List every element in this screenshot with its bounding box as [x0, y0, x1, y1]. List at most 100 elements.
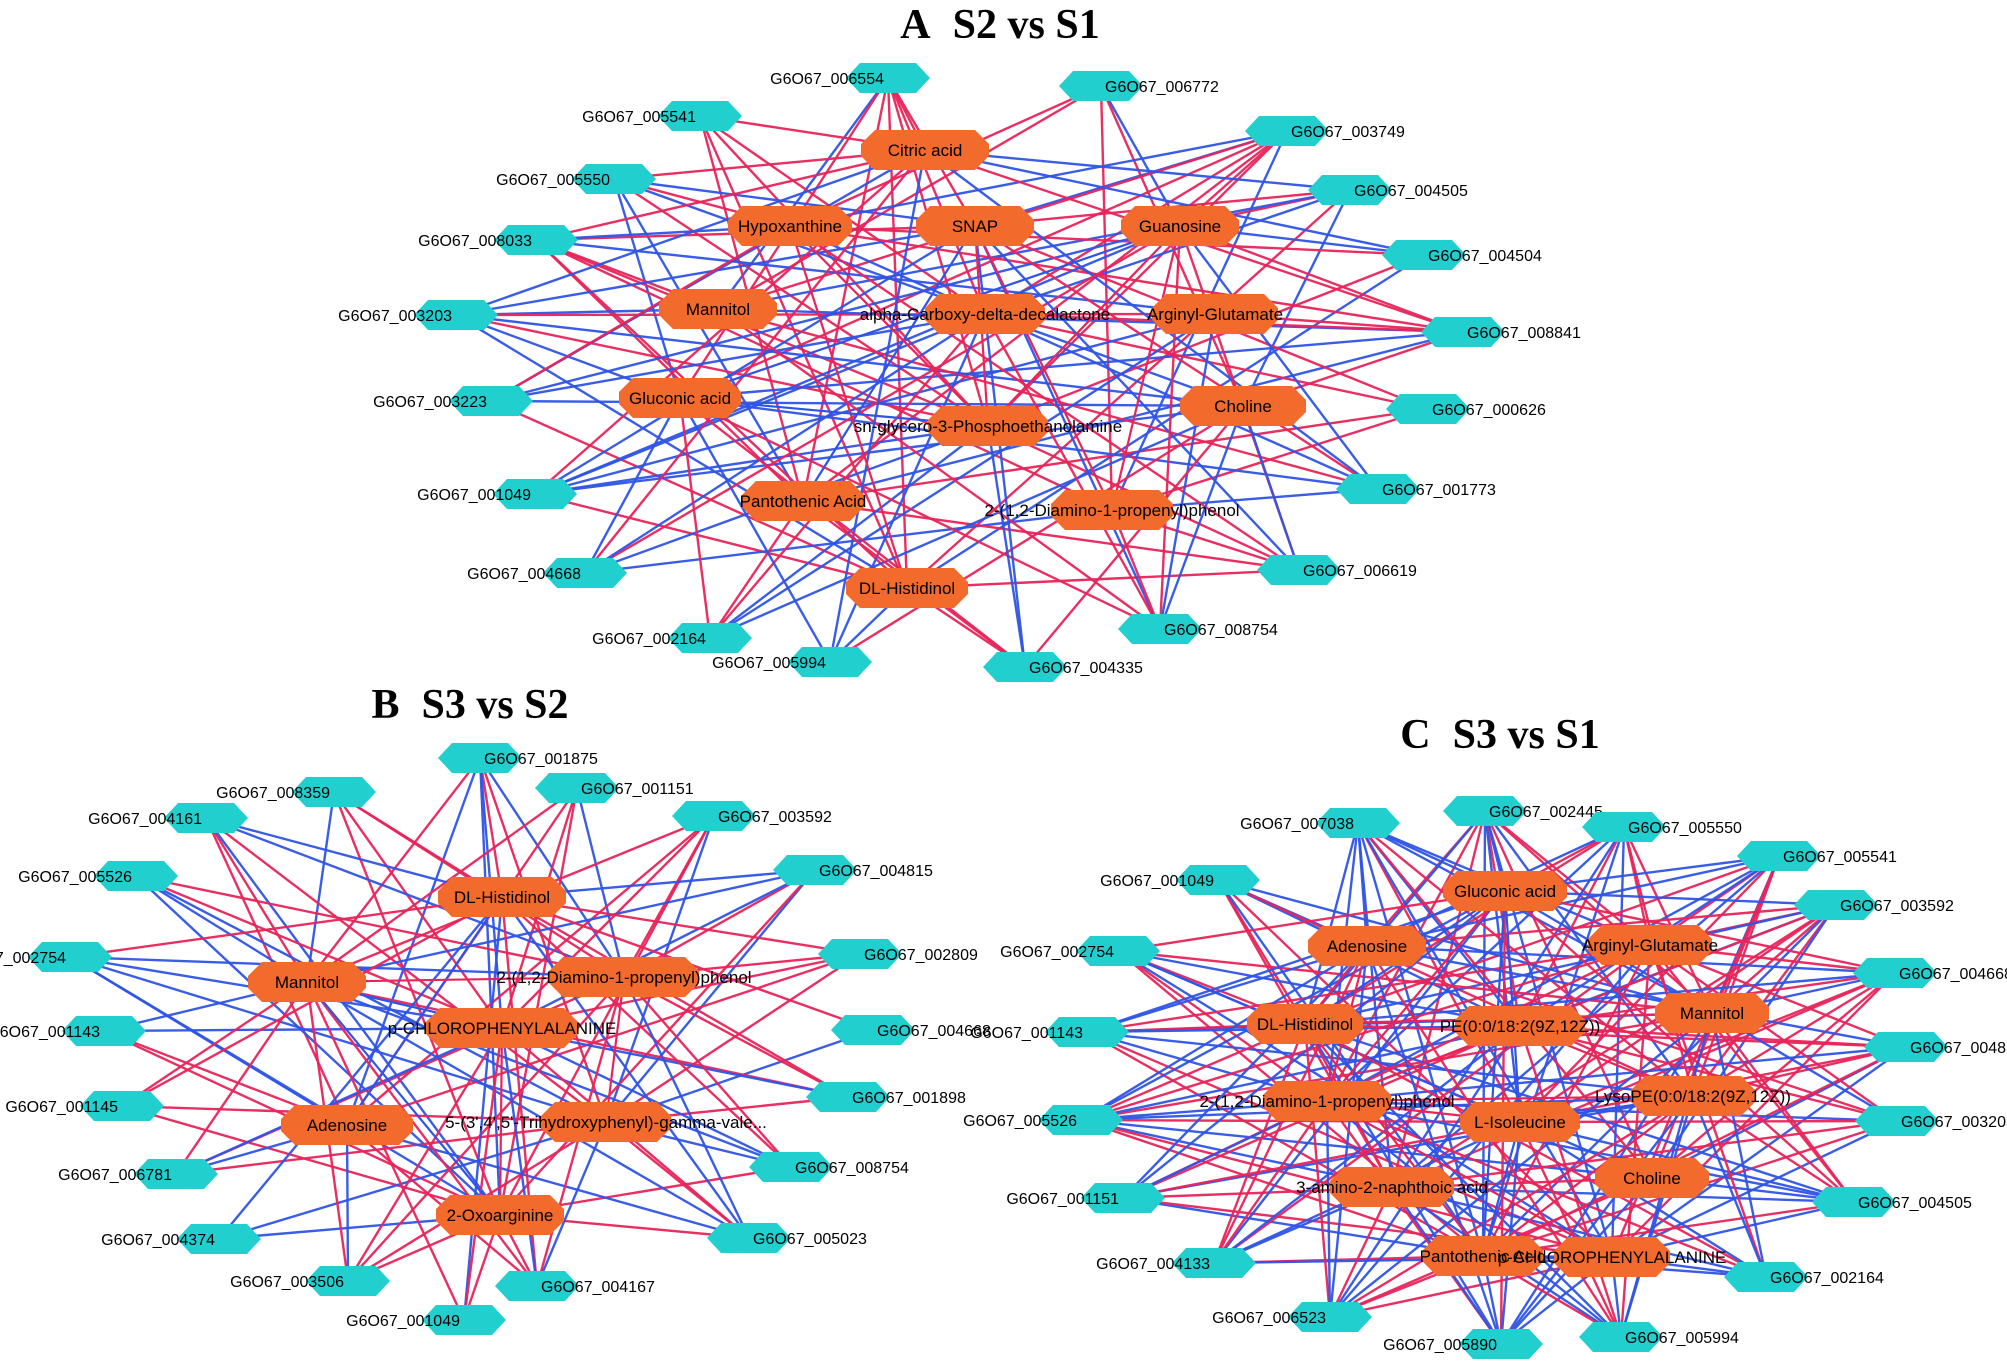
gene-node[interactable] [1336, 474, 1420, 504]
metabolite-node[interactable] [1460, 1102, 1580, 1142]
gene-node[interactable] [535, 773, 619, 803]
gene-node[interactable] [1245, 116, 1329, 146]
metabolite-node[interactable] [925, 294, 1045, 334]
metabolite-node[interactable] [1263, 1081, 1391, 1121]
gene-node[interactable] [707, 1223, 791, 1253]
gene-node[interactable] [1737, 841, 1821, 871]
metabolite-node[interactable] [659, 289, 777, 329]
gene-node[interactable] [80, 1091, 164, 1121]
correlation-edge [501, 896, 792, 1168]
gene-node[interactable] [1579, 1322, 1663, 1352]
gene-node[interactable] [773, 855, 857, 885]
gene-node[interactable] [1118, 614, 1202, 644]
gene-node[interactable] [164, 803, 248, 833]
gene-node[interactable] [292, 777, 376, 807]
correlation-edge [346, 896, 503, 1126]
gene-node[interactable] [94, 861, 178, 891]
gene-node[interactable] [1076, 936, 1160, 966]
metabolite-node[interactable] [549, 957, 699, 997]
gene-node[interactable] [1853, 958, 1937, 988]
gene-node[interactable] [572, 164, 656, 194]
gene-node[interactable] [1059, 71, 1143, 101]
metabolite-node[interactable] [742, 481, 864, 521]
metabolite-node[interactable] [846, 568, 968, 608]
gene-node[interactable] [1421, 317, 1505, 347]
gene-node[interactable] [177, 1224, 261, 1254]
metabolite-node[interactable] [1655, 993, 1769, 1033]
gene-node[interactable] [672, 801, 756, 831]
gene-node[interactable] [1382, 240, 1466, 270]
metabolite-node[interactable] [436, 1195, 564, 1235]
gene-node[interactable] [494, 225, 578, 255]
gene-node[interactable] [1081, 1183, 1165, 1213]
metabolite-node[interactable] [541, 1102, 671, 1142]
gene-label: G6O67_005550 [1628, 820, 1742, 837]
metabolite-node[interactable] [1455, 1006, 1585, 1046]
correlation-edge [789, 129, 1288, 228]
gene-node[interactable] [1794, 890, 1878, 920]
gene-node[interactable] [1386, 394, 1470, 424]
gene-label: G6O67_008754 [795, 1160, 909, 1177]
metabolite-node[interactable] [1595, 1158, 1709, 1198]
gene-node[interactable] [543, 558, 627, 588]
metabolite-node[interactable] [1631, 1076, 1755, 1116]
gene-node[interactable] [668, 623, 752, 653]
gene-label: G6O67_005994 [712, 655, 826, 672]
gene-node[interactable] [495, 1271, 579, 1301]
gene-node[interactable] [1316, 808, 1400, 838]
gene-node[interactable] [1176, 865, 1260, 895]
gene-node[interactable] [1855, 1106, 1939, 1136]
metabolite-node[interactable] [861, 130, 989, 170]
metabolite-node[interactable] [1121, 206, 1239, 246]
metabolite-node[interactable] [1152, 294, 1278, 334]
metabolite-node[interactable] [1554, 1237, 1670, 1277]
gene-node[interactable] [1045, 1017, 1129, 1047]
gene-node[interactable] [134, 1159, 218, 1189]
metabolite-node[interactable] [1330, 1167, 1454, 1207]
gene-node[interactable] [749, 1152, 833, 1182]
gene-node[interactable] [1308, 175, 1392, 205]
gene-node[interactable] [1172, 1248, 1256, 1278]
gene-node[interactable] [1443, 796, 1527, 826]
correlation-edge [709, 404, 1244, 640]
gene-node[interactable] [1812, 1187, 1896, 1217]
metabolite-node[interactable] [728, 206, 852, 246]
metabolite-node[interactable] [248, 962, 366, 1002]
metabolite-node[interactable] [426, 1008, 578, 1048]
gene-node[interactable] [28, 942, 112, 972]
gene-node[interactable] [1257, 555, 1341, 585]
metabolite-node[interactable] [1423, 1236, 1543, 1276]
gene-node[interactable] [846, 63, 930, 93]
metabolite-node[interactable] [1588, 925, 1712, 965]
gene-node[interactable] [449, 386, 533, 416]
metabolite-node[interactable] [1308, 926, 1426, 966]
gene-node[interactable] [438, 743, 522, 773]
metabolite-node[interactable] [1247, 1004, 1363, 1044]
gene-node[interactable] [831, 1015, 915, 1045]
gene-node[interactable] [62, 1016, 146, 1046]
gene-node[interactable] [658, 101, 742, 131]
gene-node[interactable] [306, 1266, 390, 1296]
gene-node[interactable] [1864, 1032, 1948, 1062]
metabolite-node[interactable] [1443, 871, 1567, 911]
metabolite-node[interactable] [438, 877, 566, 917]
metabolite-node[interactable] [916, 206, 1034, 246]
metabolite-node[interactable] [1180, 386, 1306, 426]
gene-node[interactable] [1724, 1262, 1808, 1292]
gene-node[interactable] [1582, 812, 1666, 842]
metabolite-node[interactable] [619, 378, 741, 418]
gene-node[interactable] [1288, 1302, 1372, 1332]
gene-node[interactable] [422, 1305, 506, 1335]
gene-node[interactable] [493, 479, 577, 509]
gene-node[interactable] [983, 652, 1067, 682]
metabolite-node[interactable] [281, 1105, 413, 1145]
gene-node[interactable] [1039, 1105, 1123, 1135]
gene-node[interactable] [414, 300, 498, 330]
gene-node[interactable] [806, 1082, 890, 1112]
gene-node[interactable] [1459, 1329, 1543, 1359]
metabolite-node[interactable] [928, 406, 1048, 446]
gene-node[interactable] [788, 647, 872, 677]
gene-node[interactable] [818, 939, 902, 969]
metabolite-node[interactable] [1051, 490, 1173, 530]
